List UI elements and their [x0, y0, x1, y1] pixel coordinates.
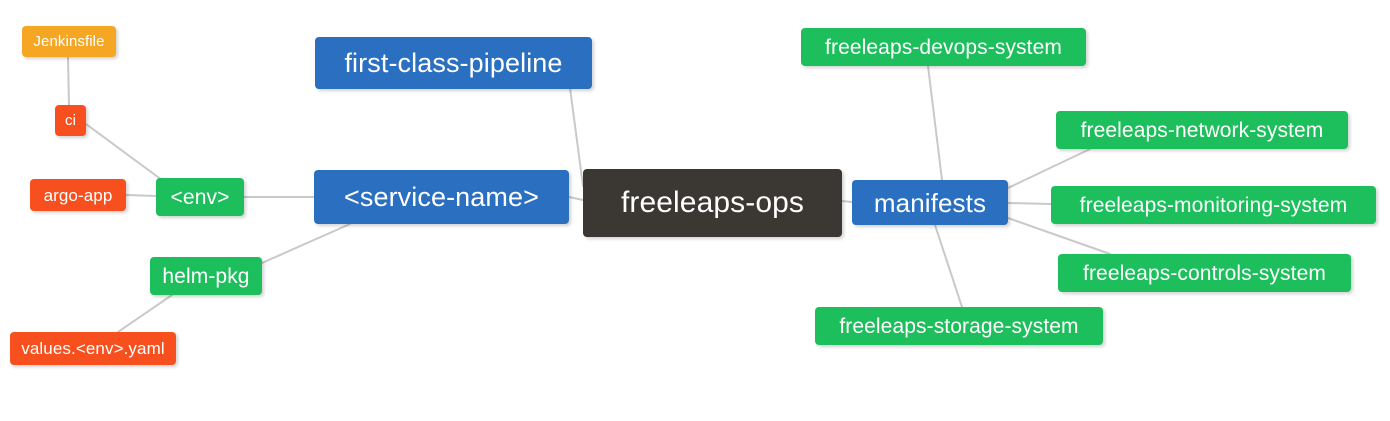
node-label: <env> — [170, 185, 230, 209]
edge-ci-to-jenkinsfile — [67, 56, 70, 106]
node-label: freeleaps-controls-system — [1083, 261, 1326, 285]
edge-manifests-to-freeleaps-network-system — [1007, 148, 1091, 189]
node-env[interactable]: <env> — [156, 178, 244, 216]
edge-helm-pkg-to-values-env-yaml — [117, 294, 173, 333]
edge-manifests-to-freeleaps-monitoring-system — [1007, 202, 1052, 205]
edge-manifests-to-freeleaps-storage-system — [934, 224, 963, 308]
node-first-class-pipeline[interactable]: first-class-pipeline — [315, 37, 592, 89]
edge-env-to-argo-app — [125, 194, 157, 197]
node-label: argo-app — [43, 185, 113, 205]
node-label: ci — [64, 112, 77, 129]
node-label: <service-name> — [344, 181, 539, 212]
node-freeleaps-devops-system[interactable]: freeleaps-devops-system — [801, 28, 1086, 66]
node-helm-pkg[interactable]: helm-pkg — [150, 257, 262, 295]
node-values-env-yaml[interactable]: values.<env>.yaml — [10, 332, 176, 365]
edge-env-to-ci — [85, 123, 163, 181]
edge-manifests-to-freeleaps-devops-system — [927, 65, 943, 181]
edge-service-name-to-helm-pkg — [261, 223, 351, 264]
node-freeleaps-controls-system[interactable]: freeleaps-controls-system — [1058, 254, 1351, 292]
node-label: freeleaps-devops-system — [825, 35, 1062, 59]
node-label: manifests — [873, 187, 987, 218]
node-label: freeleaps-ops — [620, 186, 805, 219]
node-jenkinsfile[interactable]: Jenkinsfile — [22, 26, 116, 57]
node-label: Jenkinsfile — [33, 33, 105, 50]
node-freeleaps-storage-system[interactable]: freeleaps-storage-system — [815, 307, 1103, 345]
edge-freeleaps-ops-to-first-class-pipeline — [569, 87, 584, 187]
node-label: helm-pkg — [162, 264, 250, 288]
node-service-name[interactable]: <service-name> — [314, 170, 569, 224]
node-label: freeleaps-monitoring-system — [1079, 193, 1348, 217]
node-label: values.<env>.yaml — [21, 339, 165, 358]
node-freeleaps-network-system[interactable]: freeleaps-network-system — [1056, 111, 1348, 149]
node-label: freeleaps-network-system — [1080, 118, 1324, 142]
node-ci[interactable]: ci — [55, 105, 86, 136]
node-freeleaps-ops[interactable]: freeleaps-ops — [583, 169, 842, 237]
node-manifests[interactable]: manifests — [852, 180, 1008, 225]
node-label: freeleaps-storage-system — [839, 314, 1079, 338]
edge-freeleaps-ops-to-manifests — [841, 200, 853, 203]
node-freeleaps-monitoring-system[interactable]: freeleaps-monitoring-system — [1051, 186, 1376, 224]
node-label: first-class-pipeline — [344, 47, 563, 78]
node-argo-app[interactable]: argo-app — [30, 179, 126, 211]
edge-freeleaps-ops-to-service-name — [568, 196, 584, 201]
